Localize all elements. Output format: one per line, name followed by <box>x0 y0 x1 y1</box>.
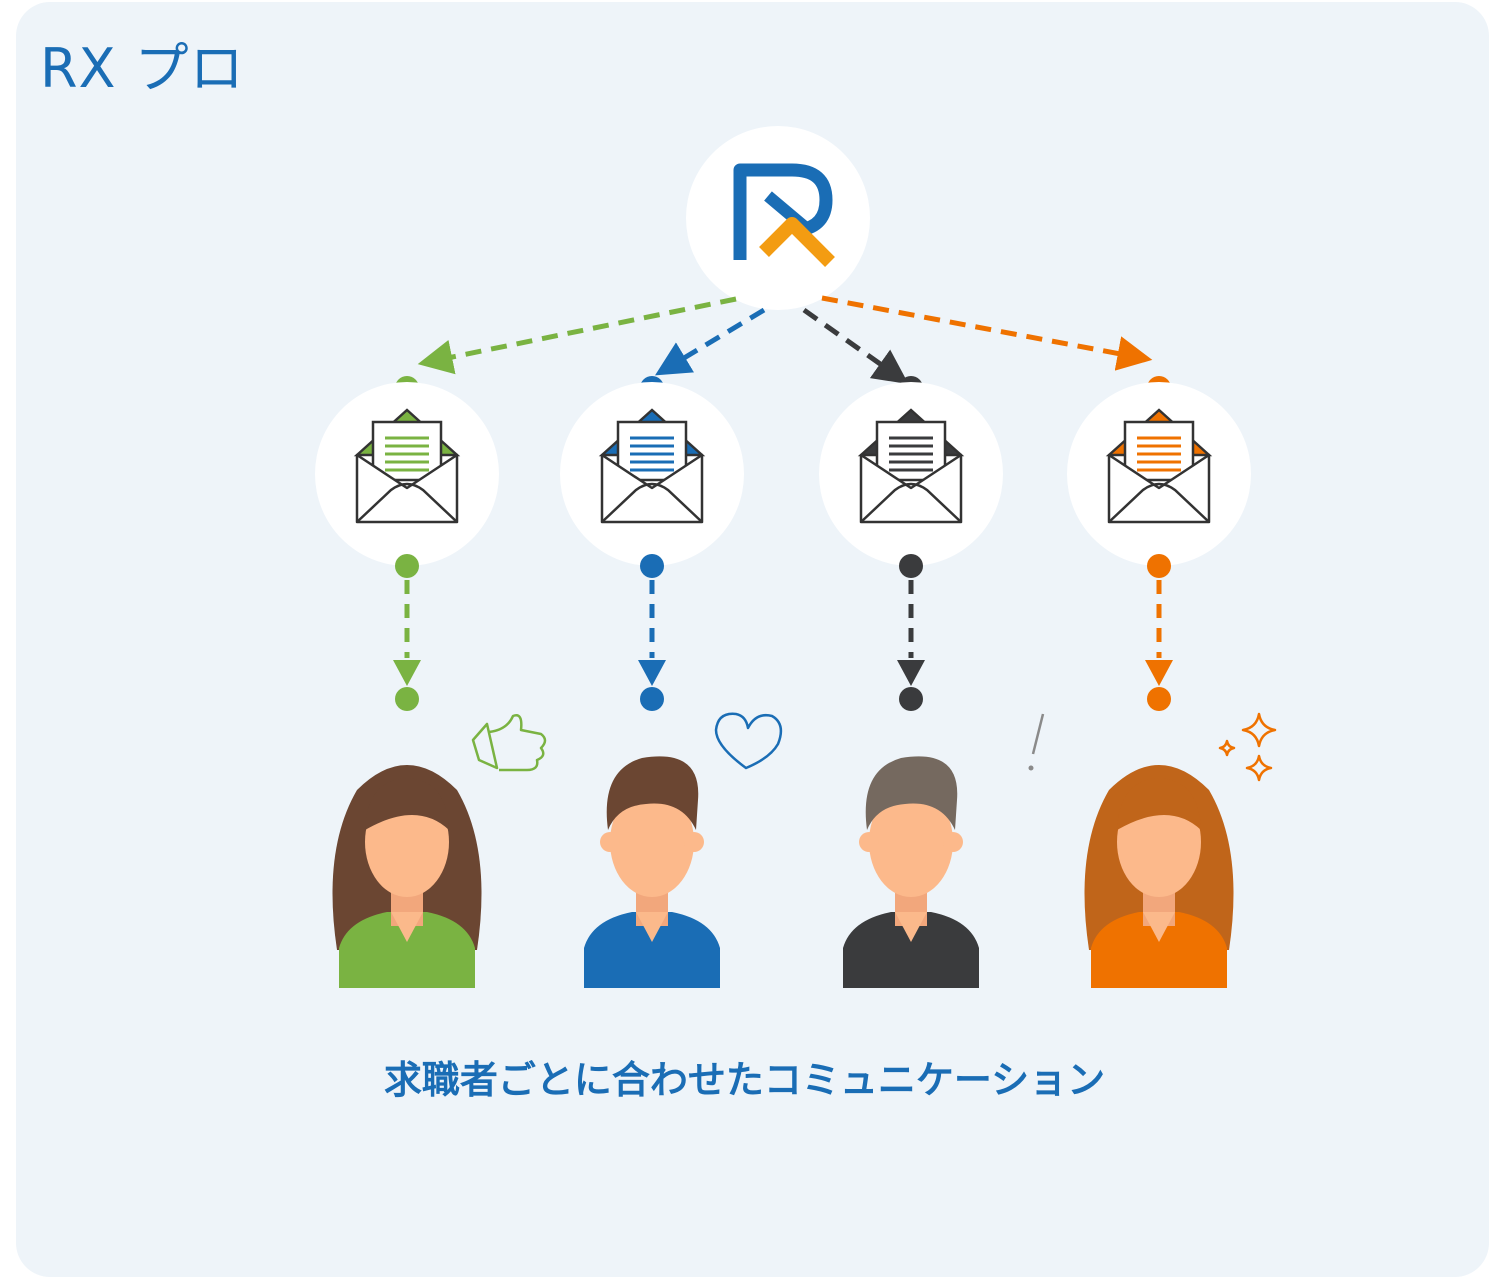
mail-envelope-icon <box>1105 408 1213 524</box>
person-avatar-icon <box>1084 765 1234 988</box>
connector-dot <box>899 687 923 711</box>
arrow-to-green <box>417 296 737 375</box>
exclamation-icon <box>1028 713 1045 771</box>
channel-blue <box>560 376 783 988</box>
thumbs-up-icon <box>471 714 547 772</box>
arrow-head <box>393 660 421 686</box>
channel-green <box>315 376 547 988</box>
heart-icon <box>714 712 783 770</box>
person-avatar-icon <box>843 756 979 988</box>
arrow-to-dark <box>802 307 909 385</box>
mail-envelope-icon <box>353 408 461 524</box>
page-title: RX プロ <box>40 37 245 100</box>
connector-dot <box>1147 554 1171 578</box>
connector-dot <box>395 554 419 578</box>
arrow-head <box>897 660 925 686</box>
rx-logo-icon <box>733 163 835 267</box>
arrow-head <box>1145 660 1173 686</box>
arrow-to-blue <box>654 307 766 376</box>
arrow-to-orange <box>821 295 1153 371</box>
connector-dot <box>1147 687 1171 711</box>
mail-envelope-icon <box>857 408 965 524</box>
connector-dot <box>395 687 419 711</box>
arrow-head <box>638 660 666 686</box>
channel-dark <box>819 376 1045 988</box>
sparkle-icon <box>1218 712 1277 782</box>
mail-envelope-icon <box>598 408 706 524</box>
caption: 求職者ごとに合わせたコミュニケーション <box>383 1058 1106 1102</box>
channel-orange <box>1067 376 1277 988</box>
connector-dot <box>640 554 664 578</box>
person-avatar-icon <box>584 756 720 988</box>
connector-dot <box>640 687 664 711</box>
top-arrows <box>417 295 1153 385</box>
rx-logo-node <box>686 126 870 310</box>
person-avatar-icon <box>332 765 482 988</box>
connector-dot <box>899 554 923 578</box>
